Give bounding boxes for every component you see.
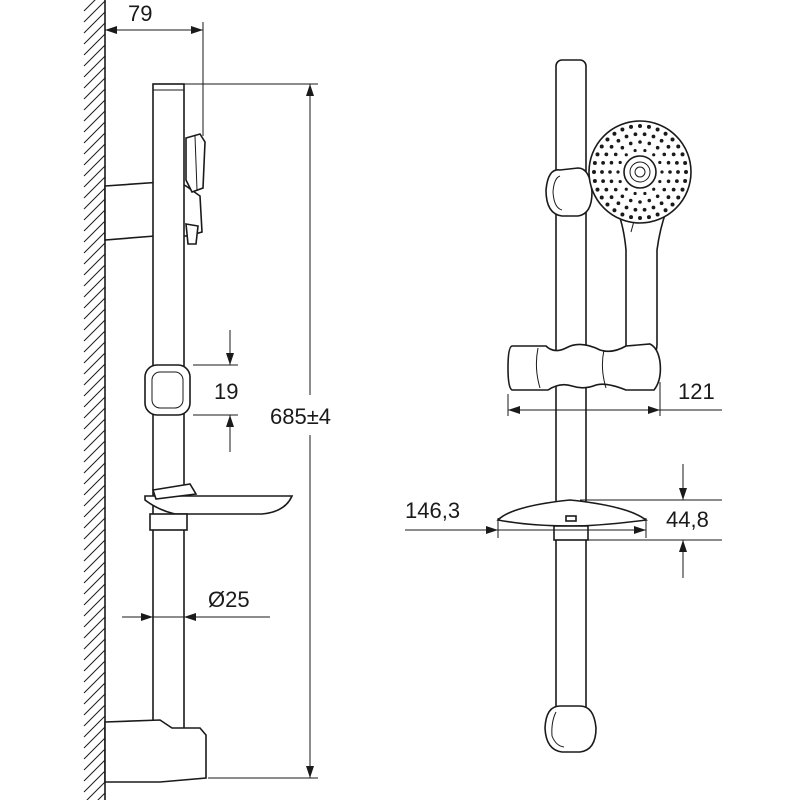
label-total-height: 685±4	[270, 404, 331, 429]
front-bottom-support	[544, 705, 597, 753]
dim-rail-diameter	[122, 613, 270, 621]
dim-dish-height	[580, 464, 722, 578]
wall-hatching	[83, 0, 106, 800]
front-view	[496, 59, 692, 753]
label-dish-height: 44,8	[666, 507, 709, 532]
dim-dish-width	[405, 518, 647, 538]
front-slider	[507, 343, 662, 391]
dim-wall-offset	[105, 22, 204, 136]
dim-total-height	[184, 83, 318, 779]
label-dish-width: 146,3	[405, 498, 460, 523]
front-handshower-handle	[616, 211, 668, 363]
side-view	[104, 83, 294, 783]
dim-slider-height	[193, 330, 238, 452]
dim-slider-width	[507, 382, 722, 416]
front-rail	[555, 59, 587, 751]
label-wall-offset: 79	[128, 1, 152, 26]
side-soap-dish	[144, 495, 294, 515]
front-handshower-head	[588, 120, 692, 224]
label-slider-width: 121	[678, 379, 715, 404]
label-slider-height: 19	[214, 379, 238, 404]
bottom-wall-bracket	[104, 719, 207, 783]
label-rail-diameter: Ø25	[208, 587, 250, 612]
front-soap-dish	[496, 499, 649, 527]
side-slider-knob	[144, 364, 191, 416]
wall	[83, 0, 106, 800]
